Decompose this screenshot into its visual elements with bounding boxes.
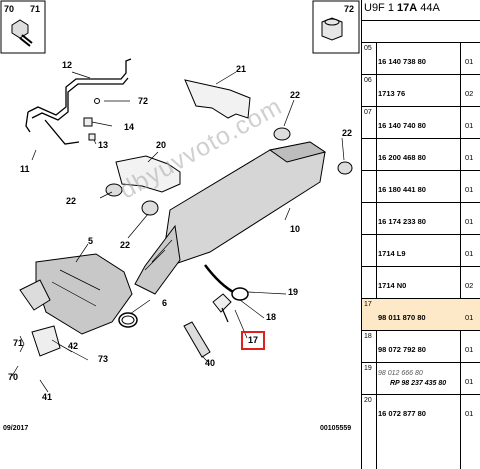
title-divider	[362, 20, 480, 21]
label-13: 13	[98, 140, 109, 150]
part-number: 98 072 792 80	[378, 345, 426, 354]
label-42: 42	[68, 341, 79, 351]
title-bold: 17A	[397, 2, 418, 14]
part-quantity: 01	[465, 313, 474, 322]
part-quantity: 01	[465, 409, 474, 418]
part-number: 16 174 233 80	[378, 217, 426, 226]
diagram-reference: 00105559	[320, 425, 352, 432]
part-number: 1714 N0	[378, 281, 407, 290]
label-20: 20	[156, 140, 167, 150]
part-quantity: 01	[465, 377, 474, 386]
part-quantity: 01	[465, 185, 474, 194]
parts-row[interactable]: 05 16 140 738 80 01	[362, 42, 480, 74]
label-41: 41	[42, 392, 53, 402]
parts-row[interactable]: 07 16 140 740 80 01	[362, 106, 480, 138]
row-index: 20	[364, 397, 372, 404]
label-73: 73	[98, 354, 109, 364]
label-6: 6	[162, 298, 168, 308]
part-number: 16 140 740 80	[378, 121, 426, 130]
label-22-top: 22	[290, 90, 301, 100]
part-number: 16 072 877 80	[378, 409, 426, 418]
label-71: 71	[30, 4, 41, 14]
part-number: 1714 L9	[378, 249, 406, 258]
parts-row[interactable]: 16 200 468 80 01	[362, 138, 480, 170]
part-number-replacement: RP 98 237 435 80	[390, 380, 447, 387]
parts-row[interactable]: 1714 N0 02	[362, 266, 480, 298]
row-index: 06	[364, 77, 372, 84]
part-quantity: 01	[465, 249, 474, 258]
parts-list-panel: U9F 1 17A 44A 05 16 140 738 80 01 06 1713 76…	[361, 0, 480, 469]
part-quantity: 01	[465, 57, 474, 66]
label-70: 70	[4, 4, 15, 14]
parts-row[interactable]: 20 16 072 877 80 01	[362, 394, 480, 426]
part-number: 16 180 441 80	[378, 185, 426, 194]
label-10: 10	[290, 224, 301, 234]
row-index: 17	[364, 301, 372, 308]
row-index: 18	[364, 333, 372, 340]
part-number: 1713 76	[378, 89, 406, 98]
label-71-bottom: 71	[13, 338, 24, 348]
diagram-drawing	[0, 0, 360, 393]
diagram-date: 09/2017	[3, 425, 29, 432]
parts-row[interactable]: 06 1713 76 02	[362, 74, 480, 106]
label-14: 14	[124, 122, 135, 132]
part-number: 16 200 468 80	[378, 153, 426, 162]
part-quantity: 02	[465, 89, 474, 98]
label-18: 18	[266, 312, 277, 322]
parts-row[interactable]: 16 180 441 80 01	[362, 170, 480, 202]
title-prefix: U9F 1	[364, 2, 398, 14]
part-quantity: 01	[465, 153, 474, 162]
parts-row[interactable]: 18 98 072 792 80 01	[362, 330, 480, 362]
label-22-right: 22	[342, 128, 353, 138]
parts-row[interactable]: 19 98 012 666 80 RP 98 237 435 80 01	[362, 362, 480, 394]
exploded-parts-diagram: 70 71 72 12 72 14 13 11 21 22 22 20 22 1…	[0, 0, 360, 432]
part-number: 16 140 738 80	[378, 57, 426, 66]
label-21: 21	[236, 64, 247, 74]
label-11: 11	[20, 164, 30, 174]
label-12: 12	[62, 60, 73, 70]
row-index: 05	[364, 45, 372, 52]
part-quantity: 01	[465, 121, 474, 130]
title-suffix: 44A	[417, 2, 440, 14]
label-72-corner: 72	[344, 4, 355, 14]
parts-row[interactable]: 1714 L9 01	[362, 234, 480, 266]
label-40: 40	[205, 358, 216, 368]
label-22-mid: 22	[120, 240, 131, 250]
row-index: 19	[364, 365, 372, 372]
label-17-highlighted[interactable]: 17	[241, 331, 265, 350]
parts-row[interactable]: 16 174 233 80 01	[362, 202, 480, 234]
part-number: 98 011 870 80	[378, 313, 426, 322]
label-5: 5	[88, 236, 94, 246]
label-19: 19	[288, 287, 299, 297]
panel-title: U9F 1 17A 44A	[364, 2, 440, 14]
index-column-divider	[376, 42, 377, 469]
part-quantity: 01	[465, 345, 474, 354]
part-number-old: 98 012 666 80	[378, 370, 423, 377]
qty-column-divider	[460, 42, 461, 469]
label-70-bottom: 70	[8, 372, 19, 382]
row-index: 07	[364, 109, 372, 116]
label-72: 72	[138, 96, 149, 106]
part-quantity: 02	[465, 281, 474, 290]
label-22-left: 22	[66, 196, 77, 206]
parts-rows: 05 16 140 738 80 01 06 1713 76 02 07 16 140 740…	[362, 42, 480, 426]
parts-row[interactable]: 17 98 011 870 80 01	[362, 298, 480, 330]
part-quantity: 01	[465, 217, 474, 226]
